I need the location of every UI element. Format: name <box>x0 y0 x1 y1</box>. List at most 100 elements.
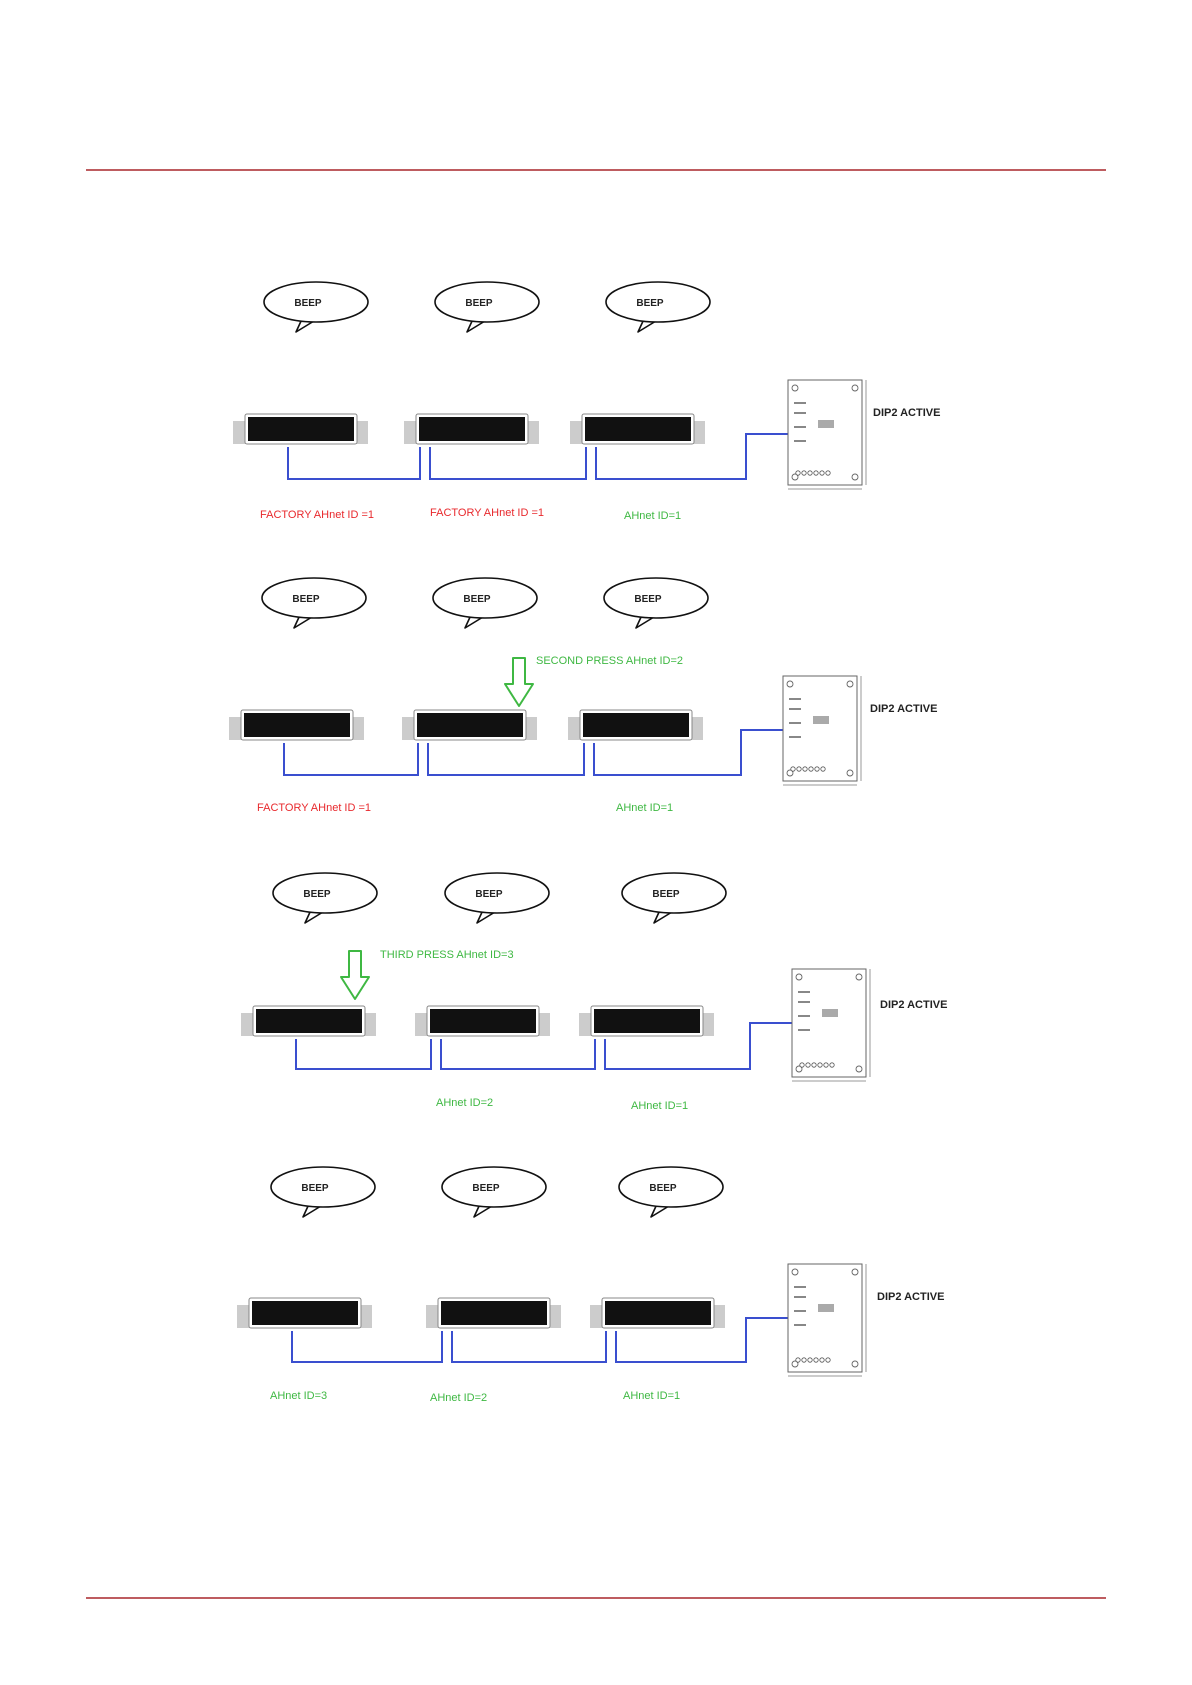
dip-switch <box>821 767 825 771</box>
dip-switch <box>809 767 813 771</box>
mount-hole <box>852 385 858 391</box>
controller-marking <box>794 440 806 442</box>
dip-switch <box>797 767 801 771</box>
unit-body <box>594 1009 700 1033</box>
speech-bubble: BEEP <box>262 578 366 628</box>
beep-text: BEEP <box>292 594 320 605</box>
dip-switch <box>802 1358 806 1362</box>
controller-marking <box>813 716 829 724</box>
press-label: SECOND PRESS AHnet ID=2 <box>536 655 683 667</box>
cable-segment <box>428 743 584 775</box>
indoor-unit <box>402 710 537 740</box>
dip-switch <box>802 471 806 475</box>
indoor-unit <box>229 710 364 740</box>
controller-frame <box>792 969 866 1077</box>
speech-bubble: BEEP <box>433 578 537 628</box>
dip-switch <box>808 471 812 475</box>
unit-body <box>430 1009 536 1033</box>
factory-id-label: FACTORY AHnet ID =1 <box>260 509 374 521</box>
controller-marking <box>789 736 801 738</box>
dip-switch <box>815 767 819 771</box>
controller-marking <box>798 1015 810 1017</box>
mount-hole <box>847 770 853 776</box>
controller-marking <box>818 420 834 428</box>
mount-hole <box>852 1361 858 1367</box>
dip-switch <box>812 1063 816 1067</box>
speech-bubble: BEEP <box>271 1167 375 1217</box>
panel-icon <box>792 969 870 1081</box>
mount-hole <box>787 681 793 687</box>
beep-text: BEEP <box>472 1183 500 1194</box>
beep-text: BEEP <box>303 889 331 900</box>
beep-text: BEEP <box>475 889 503 900</box>
mount-hole <box>847 681 853 687</box>
controller-frame <box>788 380 862 485</box>
mount-hole <box>852 474 858 480</box>
mount-hole <box>792 385 798 391</box>
dip-switch <box>826 471 830 475</box>
unit-body <box>256 1009 362 1033</box>
indoor-unit <box>590 1298 725 1328</box>
dip-switch <box>830 1063 834 1067</box>
dip-switch <box>791 767 795 771</box>
dip-switch <box>820 471 824 475</box>
mount-hole <box>856 974 862 980</box>
controller-frame <box>783 676 857 781</box>
mount-hole <box>856 1066 862 1072</box>
panel-icon <box>788 1264 866 1376</box>
ahnet-id-label: AHnet ID=1 <box>631 1100 688 1112</box>
controller-marking <box>818 1304 834 1312</box>
beep-text: BEEP <box>301 1183 329 1194</box>
dip-switch <box>796 471 800 475</box>
cable-segment <box>296 1039 431 1069</box>
dip-switch <box>796 1358 800 1362</box>
dip-switch <box>818 1063 822 1067</box>
indoor-unit <box>579 1006 714 1036</box>
indoor-unit <box>426 1298 561 1328</box>
panel-icon <box>783 676 861 785</box>
ahnet-id-label: AHnet ID=2 <box>436 1097 493 1109</box>
factory-id-label: FACTORY AHnet ID =1 <box>430 507 544 519</box>
controller-marking <box>794 1296 806 1298</box>
speech-bubble: BEEP <box>435 282 539 332</box>
mount-hole <box>792 1269 798 1275</box>
controller-marking <box>794 402 806 404</box>
controller-marking <box>789 698 801 700</box>
dip-active-label: DIP2 ACTIVE <box>880 999 947 1011</box>
down-arrow-icon <box>341 951 369 999</box>
controller-frame <box>788 1264 862 1372</box>
ahnet-id-label: AHnet ID=1 <box>616 802 673 814</box>
controller-marking <box>798 991 810 993</box>
unit-body <box>585 417 691 441</box>
dip-active-label: DIP2 ACTIVE <box>877 1291 944 1303</box>
speech-bubble: BEEP <box>622 873 726 923</box>
speech-bubble: BEEP <box>264 282 368 332</box>
cable-segment <box>441 1039 595 1069</box>
mount-hole <box>796 974 802 980</box>
indoor-unit <box>237 1298 372 1328</box>
dip-switch <box>806 1063 810 1067</box>
ahnet-id-label: AHnet ID=3 <box>270 1390 327 1402</box>
beep-text: BEEP <box>636 298 664 309</box>
cable-segment <box>292 1331 442 1362</box>
cable-segment <box>430 447 586 479</box>
down-arrow-icon <box>505 658 533 706</box>
mount-hole <box>852 1269 858 1275</box>
controller-marking <box>798 1029 810 1031</box>
beep-text: BEEP <box>463 594 491 605</box>
speech-bubble: BEEP <box>604 578 708 628</box>
controller-marking <box>794 426 806 428</box>
speech-bubble: BEEP <box>619 1167 723 1217</box>
controller-marking <box>798 1001 810 1003</box>
controller-marking <box>789 708 801 710</box>
indoor-unit <box>404 414 539 444</box>
dip-switch <box>824 1063 828 1067</box>
sequence-panel-1: BEEPBEEPBEEPDIP2 ACTIVEFACTORY AHnet ID … <box>233 282 940 522</box>
indoor-unit <box>570 414 705 444</box>
controller-marking <box>789 722 801 724</box>
unit-body <box>252 1301 358 1325</box>
sequence-panel-2: BEEPBEEPBEEPDIP2 ACTIVESECOND PRESS AHne… <box>229 578 937 814</box>
speech-bubble: BEEP <box>273 873 377 923</box>
dip-switch <box>814 471 818 475</box>
